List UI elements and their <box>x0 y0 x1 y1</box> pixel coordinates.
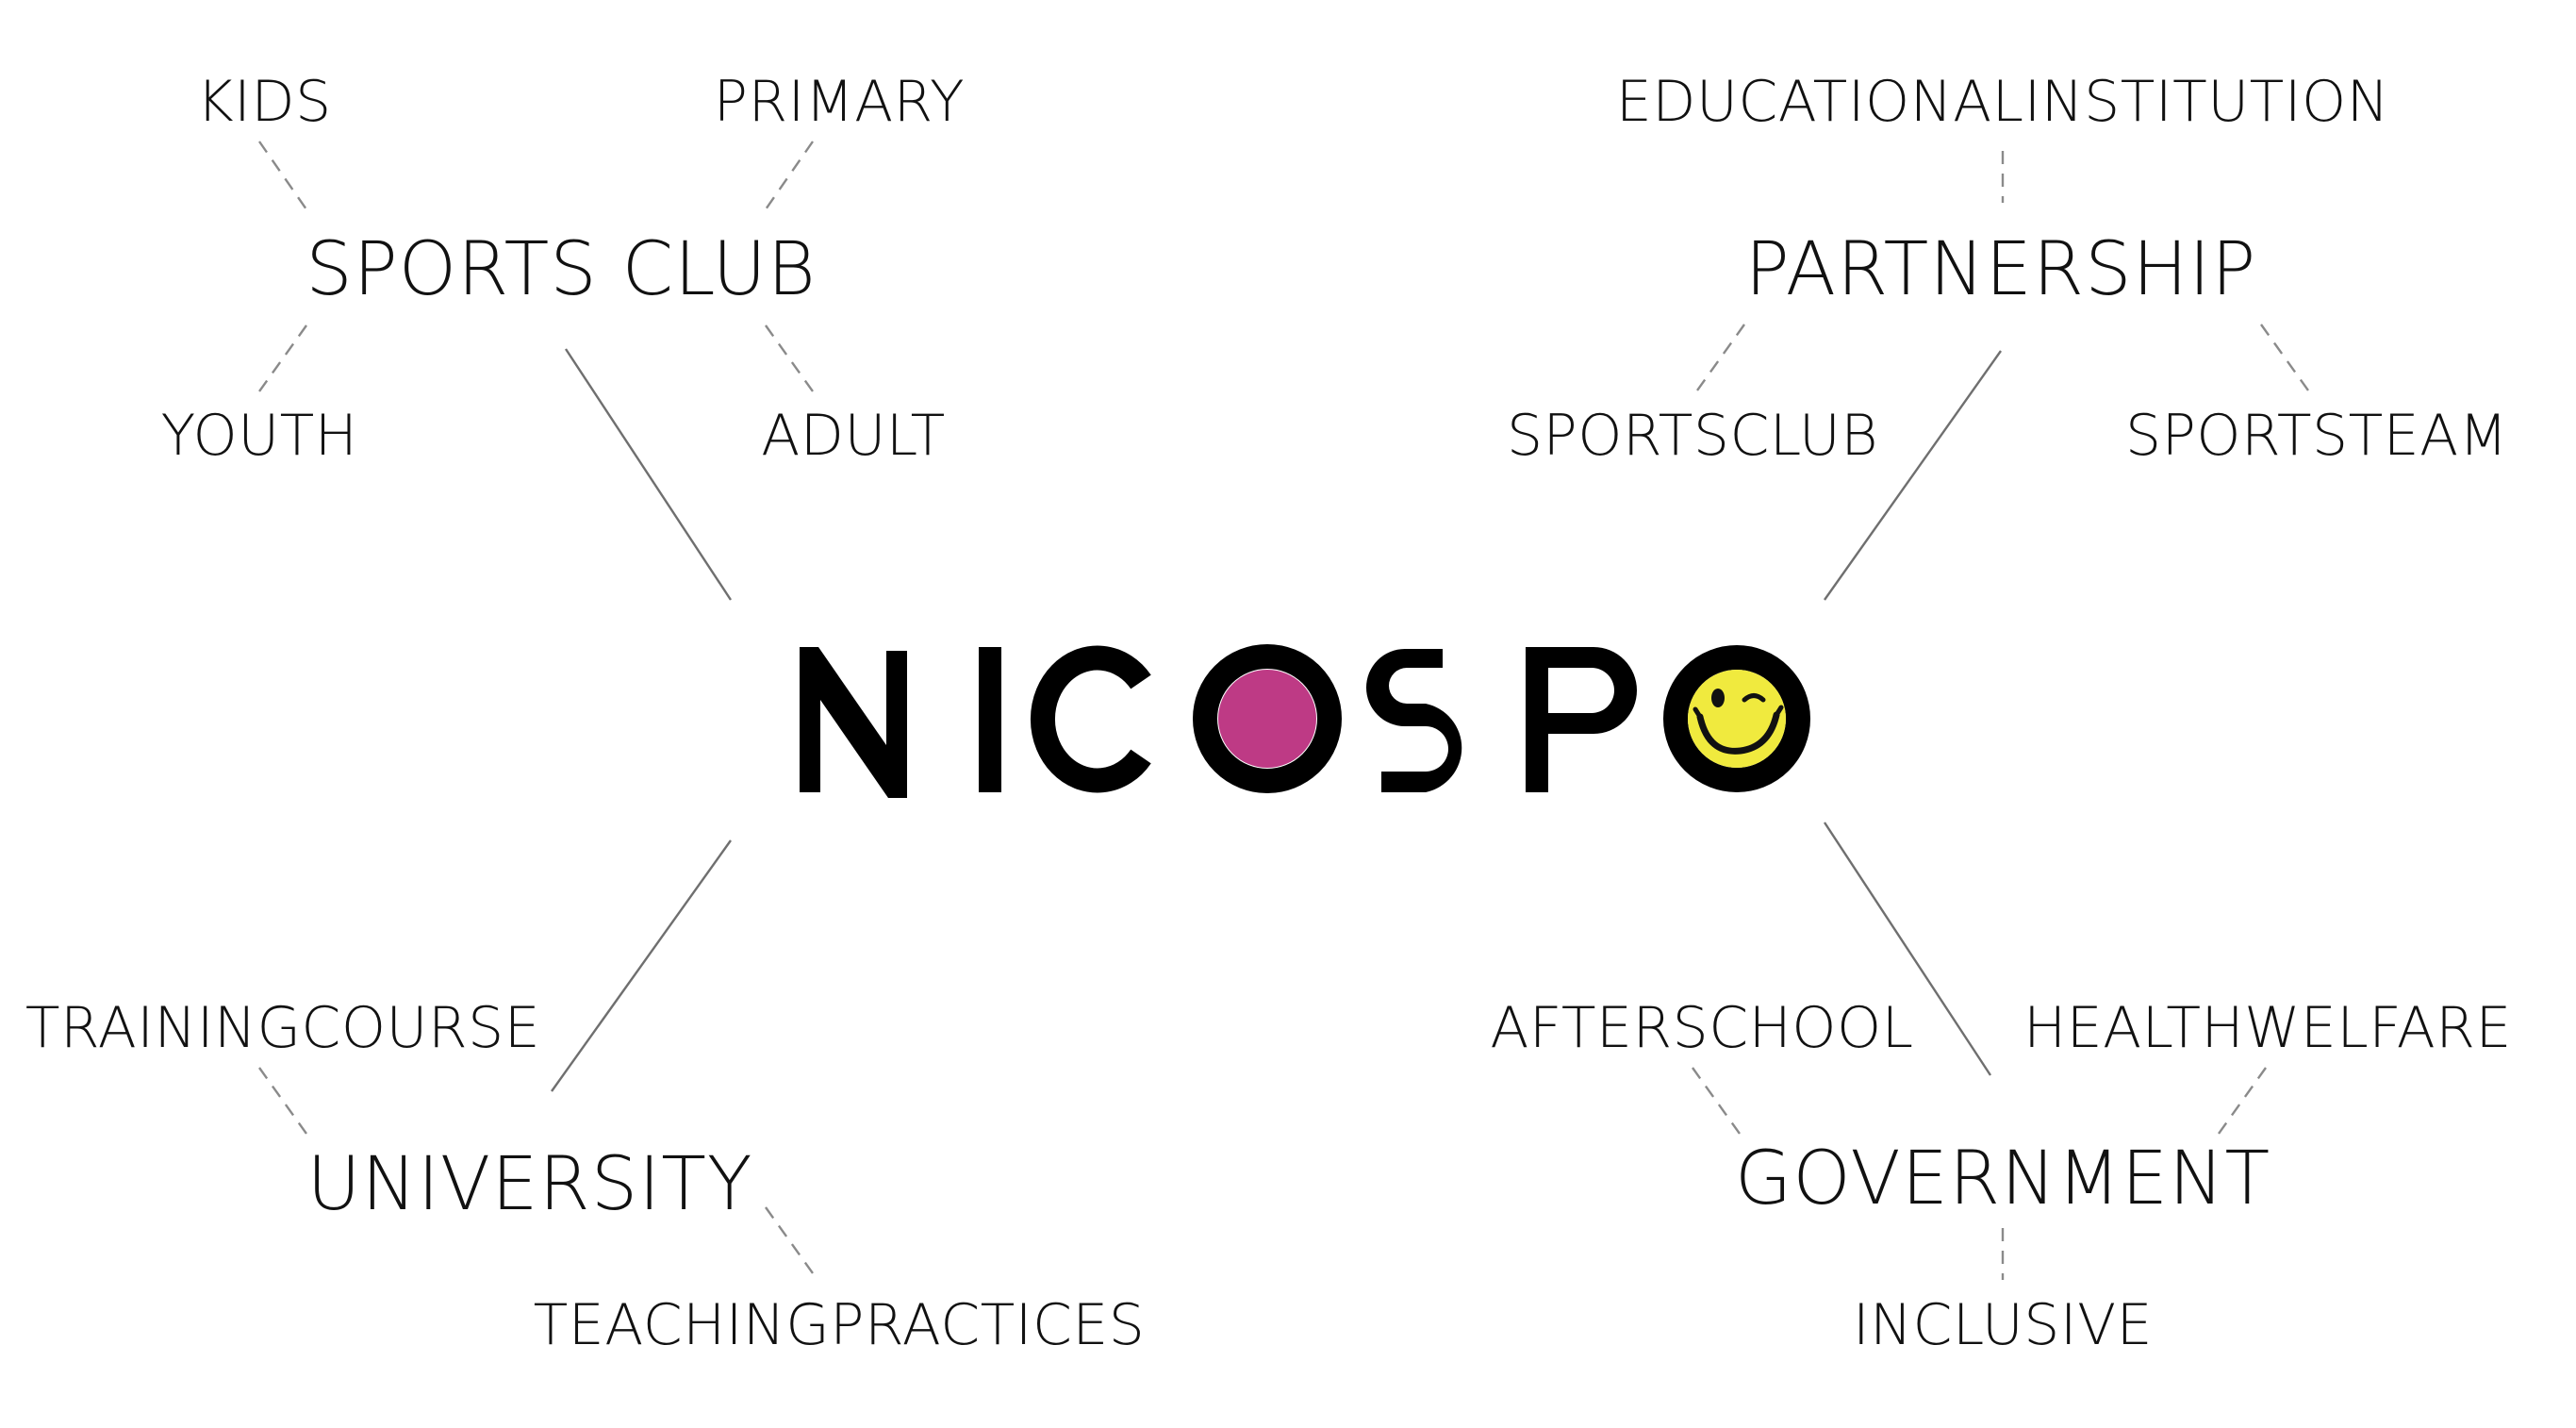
hub-government: GOVERNMENT <box>1735 1137 2271 1221</box>
hub-sports-club: SPORTS CLUB <box>305 227 817 312</box>
leaf-healthwelfare: HEALTHWELFARE <box>2023 995 2512 1061</box>
logo-letter-o-2 <box>1663 645 1810 792</box>
hub-partnership: PARTNERSHIP <box>1745 227 2257 312</box>
connector-sportsteam <box>2260 324 2309 391</box>
leaf-sportsclub: SPORTSCLUB <box>1507 403 1878 469</box>
connector-trainingcourse <box>258 1067 307 1135</box>
leaf-afterschool: AFTERSCHOOL <box>1490 995 1913 1061</box>
leaf-inclusive: INCLUSIVE <box>1853 1292 2153 1358</box>
leaf-sportsteam: SPORTSTEAM <box>2125 403 2508 469</box>
cluster-sports-club: SPORTS CLUB KIDS PRIMARY YOUTH ADULT <box>161 69 965 469</box>
leaf-educationalinstitution: EDUCATIONALINSTITUTION <box>1616 69 2389 135</box>
connector-healthwelfare <box>2218 1067 2267 1135</box>
connector-primary <box>765 141 814 210</box>
winking-smiley-icon <box>1688 670 1786 768</box>
leaf-youth: YOUTH <box>161 403 358 469</box>
logo-letter-o <box>1193 644 1342 793</box>
connector-kids <box>258 141 307 210</box>
connector-afterschool <box>1692 1067 1741 1135</box>
center-connectors <box>551 348 2002 1092</box>
leaf-kids: KIDS <box>196 69 331 135</box>
connector-sports-club <box>564 348 733 601</box>
logo-letter-n <box>800 647 907 798</box>
cluster-government: GOVERNMENT AFTERSCHOOL HEALTHWELFARE INC… <box>1490 995 2512 1358</box>
logo-letter-s <box>1366 649 1462 792</box>
connector-university <box>551 839 732 1092</box>
connector-partnership <box>1824 350 2002 601</box>
nicospo-logo <box>800 644 1810 798</box>
cluster-partnership: PARTNERSHIP EDUCATIONALINSTITUTION SPORT… <box>1507 69 2508 469</box>
leaf-adult: ADULT <box>761 403 945 469</box>
connector-teachingpractices <box>765 1206 814 1274</box>
leaf-teachingpractices: TEACHINGPRACTICES <box>534 1292 1146 1358</box>
hub-university: UNIVERSITY <box>306 1142 752 1227</box>
logo-letter-i <box>979 647 1001 792</box>
logo-letter-p <box>1526 647 1637 792</box>
leaf-connectors <box>258 141 2309 1280</box>
cluster-university: UNIVERSITY TRAININGCOURSE TEACHINGPRACTI… <box>25 995 1146 1358</box>
connector-adult <box>765 324 814 392</box>
leaf-trainingcourse: TRAININGCOURSE <box>25 995 540 1061</box>
connector-sportsclub <box>1696 324 1745 391</box>
connector-government <box>1823 822 1992 1076</box>
leaf-primary: PRIMARY <box>714 69 965 135</box>
logo-letter-c <box>1031 645 1151 793</box>
magenta-dot-icon <box>1218 670 1316 768</box>
connector-youth <box>258 324 307 392</box>
